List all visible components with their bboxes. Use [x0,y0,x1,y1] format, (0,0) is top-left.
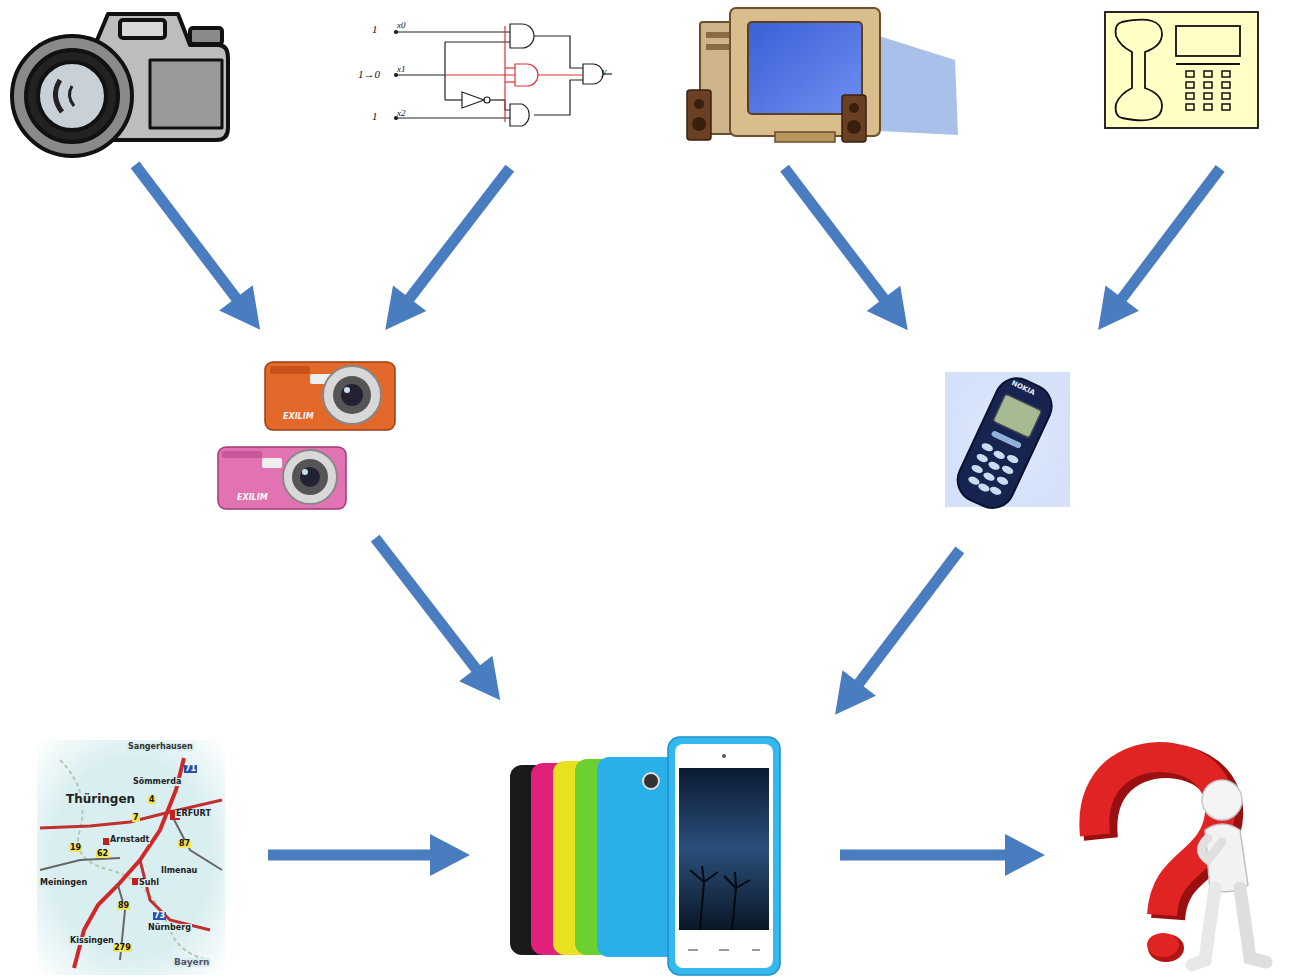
route-number: 279 [113,944,132,952]
mobile-phone-node: NOKIA [935,370,1072,510]
brand-name: EXILIM [237,494,268,502]
place-name: Meiningen [39,879,88,887]
route-number: 71 [184,765,197,773]
computer-icon [687,8,958,142]
input-value: 1 [372,24,378,36]
question-figure [1094,757,1266,965]
map-illustration [37,740,225,975]
place-name: Kissingen [69,937,115,945]
route-number: 87 [178,840,191,848]
circuit-node: 1 x0 1→0 x1 1 x2 y [355,15,615,130]
signal-name: y [602,67,606,78]
camera-icon [12,14,228,156]
place-name: Arnstadt [109,836,150,844]
route-number: 62 [96,850,109,858]
flow-arrow [785,168,908,330]
flow-arrow [375,538,500,700]
computer-node [685,5,960,145]
flow-arrow [135,165,260,330]
flow-arrow [835,550,960,715]
route-number: 89 [117,902,130,910]
flow-arrow [1098,168,1220,330]
place-name: Ilmenau [160,867,198,875]
route-number: 19 [69,844,82,852]
digital-camera-node: EXILIM EXILIM [215,360,400,512]
flow-arrow [385,168,510,330]
place-name: Nürnberg [147,924,192,932]
place-name: Sömmerda [132,778,182,786]
region-name: Bayern [173,958,210,967]
input-value: 1→0 [358,69,380,81]
flow-arrow [840,834,1045,876]
telephone-icon [1105,12,1258,128]
question-node [1055,745,1290,975]
digital-camera-icon [218,362,395,509]
smartphone-icon [510,737,780,975]
logic-circuit [395,24,613,126]
smartphone-node [505,735,785,975]
place-name: ERFURT [175,810,212,818]
signal-name: x0 [397,21,406,30]
place-name: Suhl [138,879,160,887]
signal-name: x2 [397,109,406,118]
mobile-phone-icon [945,371,1070,515]
route-number: 7 [132,814,140,822]
telephone-node [1103,5,1260,130]
route-number: 4 [148,796,156,804]
camera-node [5,5,230,145]
place-name: Sangerhausen [127,743,194,751]
brand-name: EXILIM [283,413,314,421]
input-value: 1 [372,111,378,123]
flow-arrow [268,834,470,876]
brand-name: NOKIA [1010,380,1036,397]
region-name: Thüringen [65,793,136,806]
signal-name: x1 [397,65,406,74]
route-number: 73 [153,912,166,920]
map-node: SangerhausenSömmerdaThüringenERFURT Arnst… [35,740,225,975]
